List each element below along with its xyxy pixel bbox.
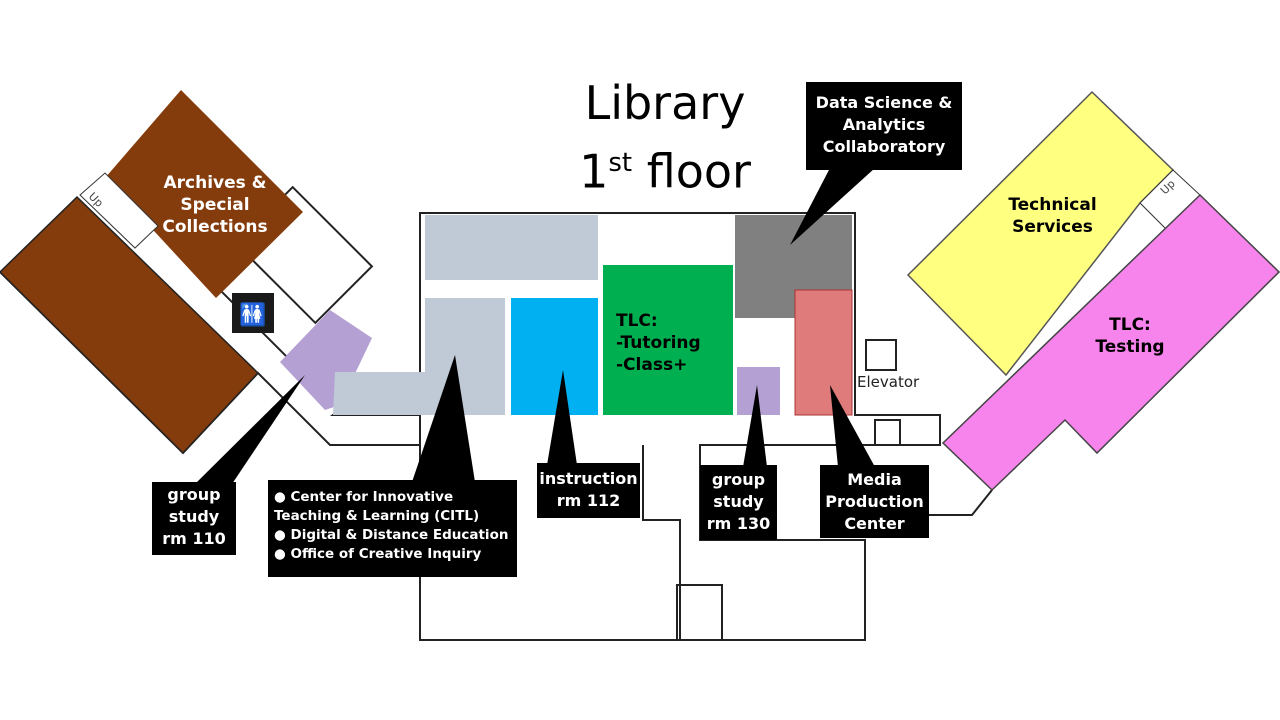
lower-corridor <box>642 445 681 640</box>
label-archives: Archives & Special Collections <box>162 173 268 237</box>
pointer-group-110 <box>195 375 305 484</box>
tlc-line-3: -Class+ <box>616 355 688 375</box>
pointer-data-science <box>790 168 875 245</box>
room-media-production <box>794 289 853 416</box>
elevator-label: Elevator <box>857 373 920 391</box>
callout-group-study-130: group study rm 130 <box>700 465 777 540</box>
tlc-line-2: -Tutoring <box>616 333 701 353</box>
citl-item: Center for Innovative Teaching & Learnin… <box>274 488 511 526</box>
pointer-media <box>830 385 875 467</box>
room-archives-lower <box>0 195 260 455</box>
floor-number: 1 <box>579 144 609 199</box>
label-testing: TLC: Testing <box>1095 315 1165 357</box>
restroom-icon: 🚻 <box>239 302 266 328</box>
restroom-room <box>874 419 901 446</box>
callout-instruction-112: instruction rm 112 <box>537 463 640 518</box>
callout-media-production: Media Production Center <box>820 465 929 538</box>
tlc-line-1: TLC: <box>616 311 658 331</box>
callout-data-science: Data Science & Analytics Collaboratory <box>806 82 962 170</box>
stair-bottom <box>676 584 723 641</box>
floor-word: floor <box>646 144 751 199</box>
stairs-left <box>79 172 159 249</box>
page-title: Library 1st floor <box>540 76 790 198</box>
callout-citl: Center for Innovative Teaching & Learnin… <box>268 480 517 577</box>
restroom-sign <box>232 293 274 333</box>
room-archives-upper <box>105 90 303 298</box>
citl-item: Office of Creative Inquiry <box>274 545 511 564</box>
room-instruction-112 <box>511 298 598 415</box>
room-testing <box>941 193 1280 492</box>
room-offices-top <box>425 215 598 280</box>
room-technical-services <box>906 90 1175 377</box>
pointer-instruction <box>547 370 577 465</box>
room-tutoring <box>603 265 733 415</box>
title-library: Library <box>584 76 746 130</box>
callout-group-study-110: group study rm 110 <box>152 482 236 555</box>
citl-item: Digital & Distance Education <box>274 526 511 545</box>
pointer-group-130 <box>743 385 767 467</box>
title-floor: 1st floor <box>540 136 790 198</box>
label-technical-services: Technical Services <box>1008 195 1097 237</box>
pointer-citl <box>412 355 475 482</box>
label-tlc-tutoring: TLC: -Tutoring -Class+ <box>616 310 701 376</box>
floor-suffix: st <box>608 148 633 178</box>
room-offices-citl <box>333 298 505 415</box>
stair-right <box>865 339 897 371</box>
